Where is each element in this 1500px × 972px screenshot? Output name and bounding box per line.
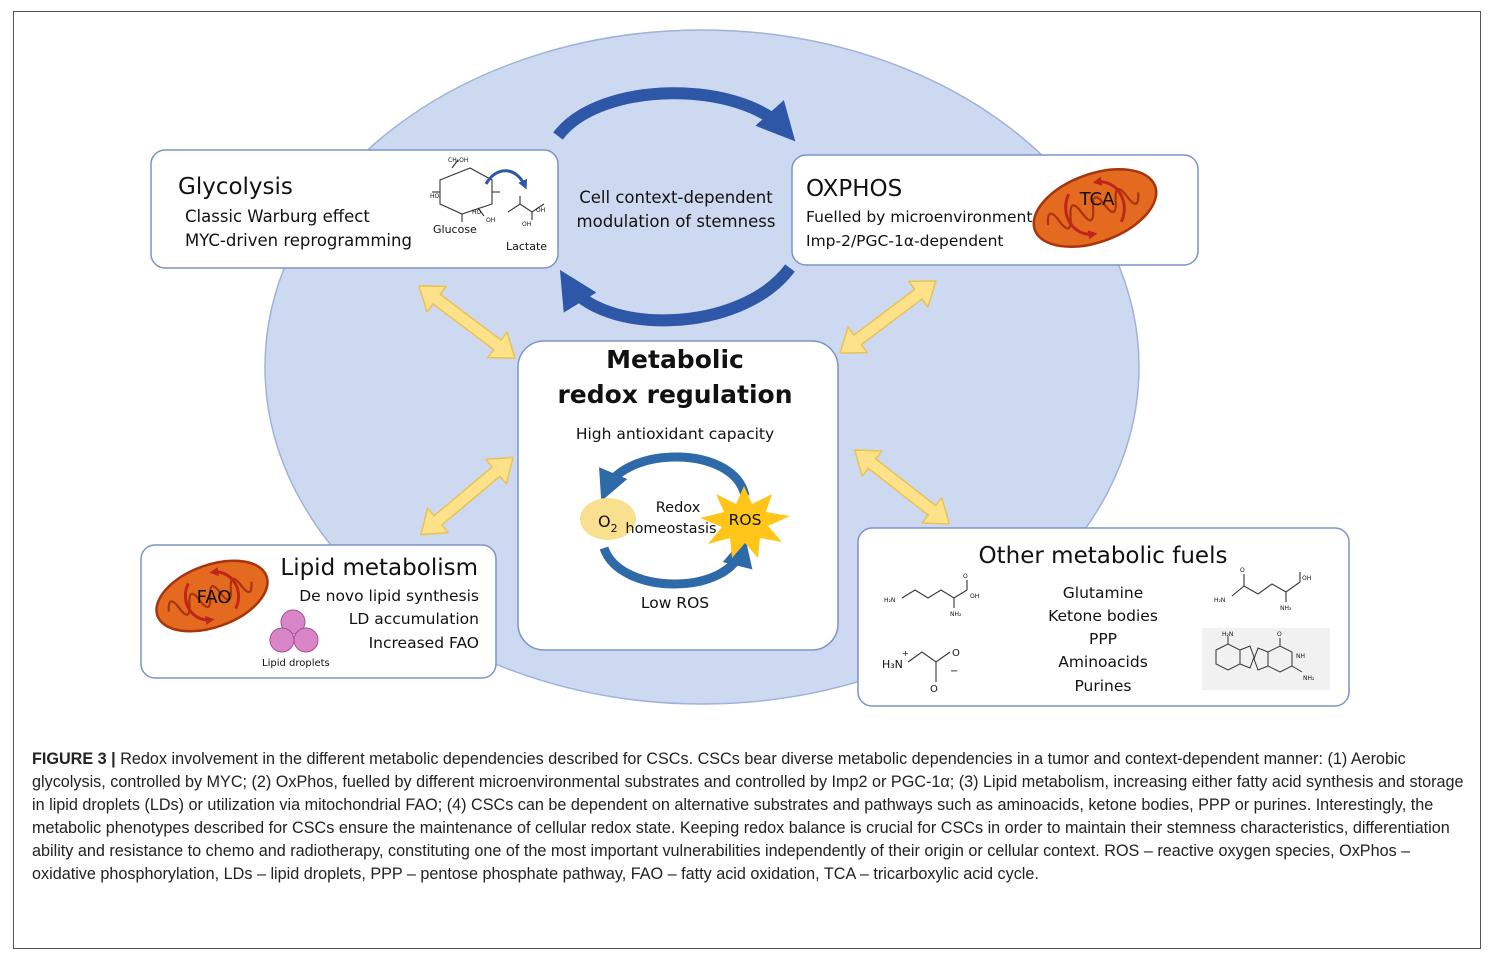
svg-text:O: O bbox=[930, 684, 938, 695]
redox-cycle-bottom-arrow bbox=[599, 536, 753, 589]
low-ros-label: Low ROS bbox=[641, 594, 709, 612]
lipid-box: FAO Lipid metabolism De novo lipid synth… bbox=[140, 544, 497, 679]
svg-text:H₂N: H₂N bbox=[884, 597, 895, 604]
redox-cycle-top-arrow bbox=[599, 452, 750, 502]
caption-label: FIGURE 3 | bbox=[32, 750, 116, 768]
redox-box: Metabolic redox regulation High antioxid… bbox=[517, 340, 839, 651]
svg-text:O: O bbox=[1240, 567, 1245, 574]
glucose-to-lactate-arrow-icon bbox=[484, 169, 528, 190]
svg-text:NH: NH bbox=[1296, 653, 1305, 660]
fuels-title: Other metabolic fuels bbox=[979, 543, 1228, 569]
lactate-label: Lactate bbox=[506, 240, 547, 253]
svg-text:OH: OH bbox=[1302, 575, 1311, 582]
mitochondrion-fao-icon bbox=[155, 559, 269, 633]
svg-text:O: O bbox=[952, 648, 960, 659]
fao-label: FAO bbox=[197, 587, 232, 608]
svg-text:HO: HO bbox=[472, 209, 482, 216]
svg-text:HO: HO bbox=[430, 193, 440, 200]
figure-caption: FIGURE 3 | Redox involvement in the diff… bbox=[32, 748, 1470, 886]
fuels-line-3: PPP bbox=[1089, 630, 1117, 648]
svg-text:OH: OH bbox=[536, 207, 545, 214]
svg-text:H₂N: H₂N bbox=[1222, 631, 1233, 638]
high-antioxidant-label: High antioxidant capacity bbox=[576, 425, 774, 443]
caption-text: Redox involvement in the different metab… bbox=[32, 750, 1464, 883]
stemness-label-line1: Cell context-dependent bbox=[579, 188, 773, 207]
svg-text:O: O bbox=[963, 573, 968, 580]
glycolysis-line-1: Classic Warburg effect bbox=[185, 207, 370, 226]
tca-label: TCA bbox=[1079, 189, 1116, 210]
oxphos-line-1: Fuelled by microenvironment bbox=[806, 208, 1032, 226]
svg-text:OH: OH bbox=[522, 221, 531, 228]
lipid-line-3: Increased FAO bbox=[369, 634, 479, 652]
fuels-line-4: Aminoacids bbox=[1058, 653, 1148, 671]
fuels-line-1: Glutamine bbox=[1063, 584, 1143, 602]
ros-label: ROS bbox=[729, 511, 762, 529]
ros-burst-icon bbox=[700, 486, 790, 558]
purines-structure-panel bbox=[1202, 628, 1330, 690]
redox-title-line-2: redox regulation bbox=[557, 380, 792, 409]
svg-text:CH₂OH: CH₂OH bbox=[448, 157, 468, 164]
svg-text:H₃N: H₃N bbox=[882, 658, 903, 671]
svg-text:O: O bbox=[1277, 631, 1282, 638]
lactate-structure-icon bbox=[507, 196, 545, 220]
purines-structure-icon bbox=[1215, 636, 1303, 673]
redox-title-line-1: Metabolic bbox=[606, 345, 744, 374]
stemness-label-line2: modulation of stemness bbox=[577, 212, 776, 231]
lipid-title: Lipid metabolism bbox=[280, 555, 478, 581]
aminoacid-structure-icon bbox=[901, 580, 968, 608]
oxphos-title: OXPHOS bbox=[806, 176, 902, 202]
lipid-line-1: De novo lipid synthesis bbox=[299, 587, 479, 605]
svg-text:NH₂: NH₂ bbox=[1280, 605, 1292, 612]
lipid-droplets-label: Lipid droplets bbox=[262, 658, 330, 669]
glycolysis-line-2: MYC-driven reprogramming bbox=[185, 231, 412, 250]
glycine-structure-icon bbox=[907, 651, 951, 682]
glutamine-structure-icon bbox=[1231, 572, 1301, 602]
svg-text:OH: OH bbox=[486, 217, 495, 224]
lipid-line-2: LD accumulation bbox=[349, 610, 479, 628]
svg-text:H₂N: H₂N bbox=[1214, 597, 1225, 604]
glycolysis-title: Glycolysis bbox=[178, 174, 293, 200]
glucose-structure-icon bbox=[432, 159, 500, 222]
fuels-line-2: Ketone bodies bbox=[1048, 607, 1158, 625]
svg-text:NH₂: NH₂ bbox=[1303, 675, 1315, 682]
svg-text:−: − bbox=[950, 666, 958, 677]
oxphos-box: OXPHOS Fuelled by microenvironment Imp-2… bbox=[791, 154, 1199, 266]
homeostasis-line-2: homeostasis bbox=[625, 521, 716, 537]
oxphos-line-2: Imp-2/PGC-1α-dependent bbox=[806, 232, 1003, 250]
svg-text:+: + bbox=[902, 649, 909, 658]
lipid-droplets-icon bbox=[269, 609, 319, 653]
metabolic-dependencies-diagram: Cell context-dependent modulation of ste… bbox=[140, 29, 1350, 707]
svg-text:NH₂: NH₂ bbox=[950, 611, 962, 618]
homeostasis-line-1: Redox bbox=[656, 500, 701, 516]
mitochondrion-tca-icon bbox=[1032, 168, 1158, 248]
o2-label: O2 bbox=[598, 512, 618, 535]
bottom-curved-arrow bbox=[559, 264, 795, 327]
glucose-label: Glucose bbox=[433, 223, 477, 236]
top-curved-arrow bbox=[553, 87, 796, 142]
o2-circle bbox=[580, 498, 636, 540]
glycolysis-box: Glycolysis Classic Warburg effect MYC-dr… bbox=[150, 149, 559, 269]
fuels-line-5: Purines bbox=[1074, 677, 1131, 695]
svg-text:OH: OH bbox=[970, 593, 979, 600]
fuels-box: Other metabolic fuels Glutamine Ketone b… bbox=[857, 527, 1350, 707]
